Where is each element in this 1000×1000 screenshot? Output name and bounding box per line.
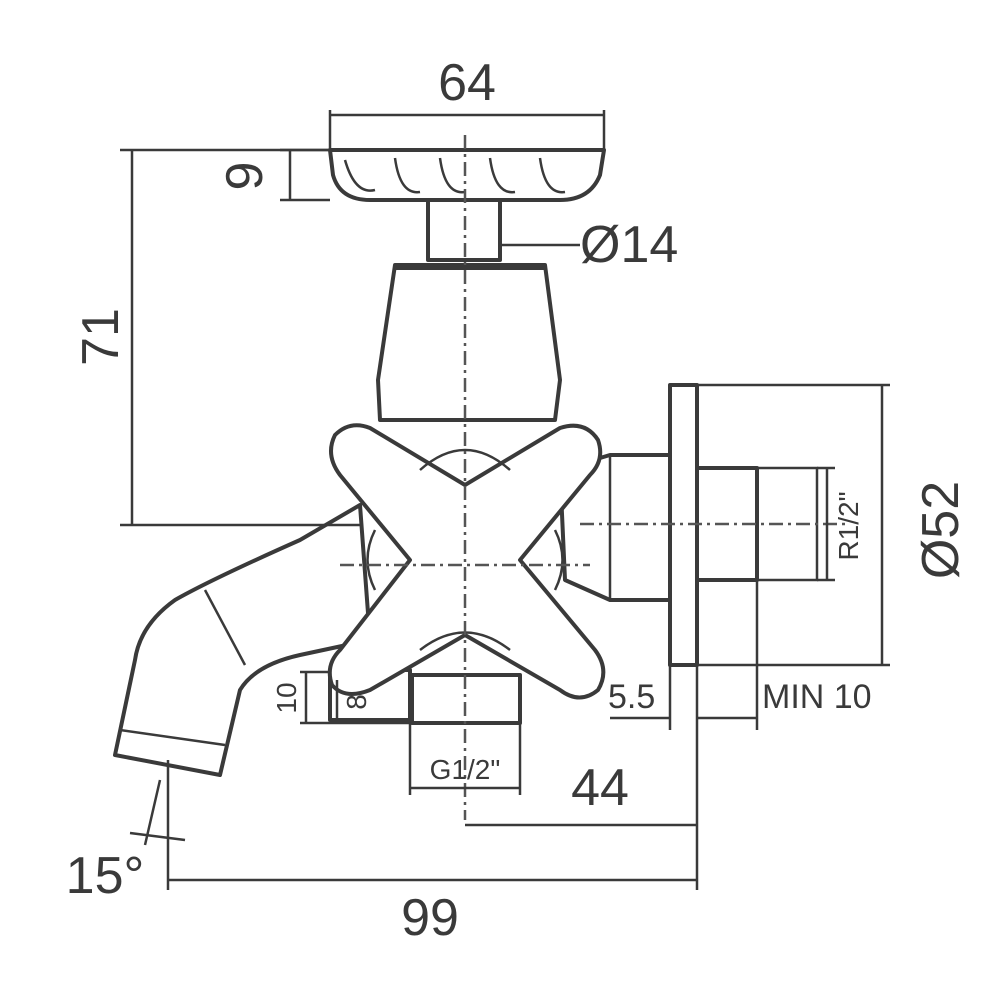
cross-handle bbox=[327, 423, 606, 700]
top-handle bbox=[328, 148, 606, 262]
dim-flange-diameter: Ø52 bbox=[912, 481, 970, 579]
dim-flange-thickness: 5.5 bbox=[608, 678, 655, 716]
dim-total-length: 99 bbox=[401, 889, 459, 947]
dim-handle-height: 9 bbox=[216, 162, 274, 191]
dimension-lines bbox=[120, 110, 890, 890]
dim-outlet-height-inner: 8 bbox=[341, 694, 372, 710]
dim-inlet-thread: R1/2" bbox=[833, 491, 864, 560]
dim-outlet-thread: G1/2" bbox=[430, 754, 501, 785]
dim-axis-to-wall: 44 bbox=[571, 759, 629, 817]
dim-spout-angle: 15° bbox=[66, 847, 145, 905]
bonnet bbox=[376, 263, 562, 422]
dim-handle-width: 64 bbox=[438, 54, 496, 112]
dim-stem-diameter: Ø14 bbox=[580, 216, 678, 274]
spout bbox=[113, 503, 372, 777]
dim-thread-min: MIN 10 bbox=[762, 678, 872, 716]
dim-total-height: 71 bbox=[72, 308, 130, 366]
dim-outlet-height-outer: 10 bbox=[271, 682, 302, 713]
